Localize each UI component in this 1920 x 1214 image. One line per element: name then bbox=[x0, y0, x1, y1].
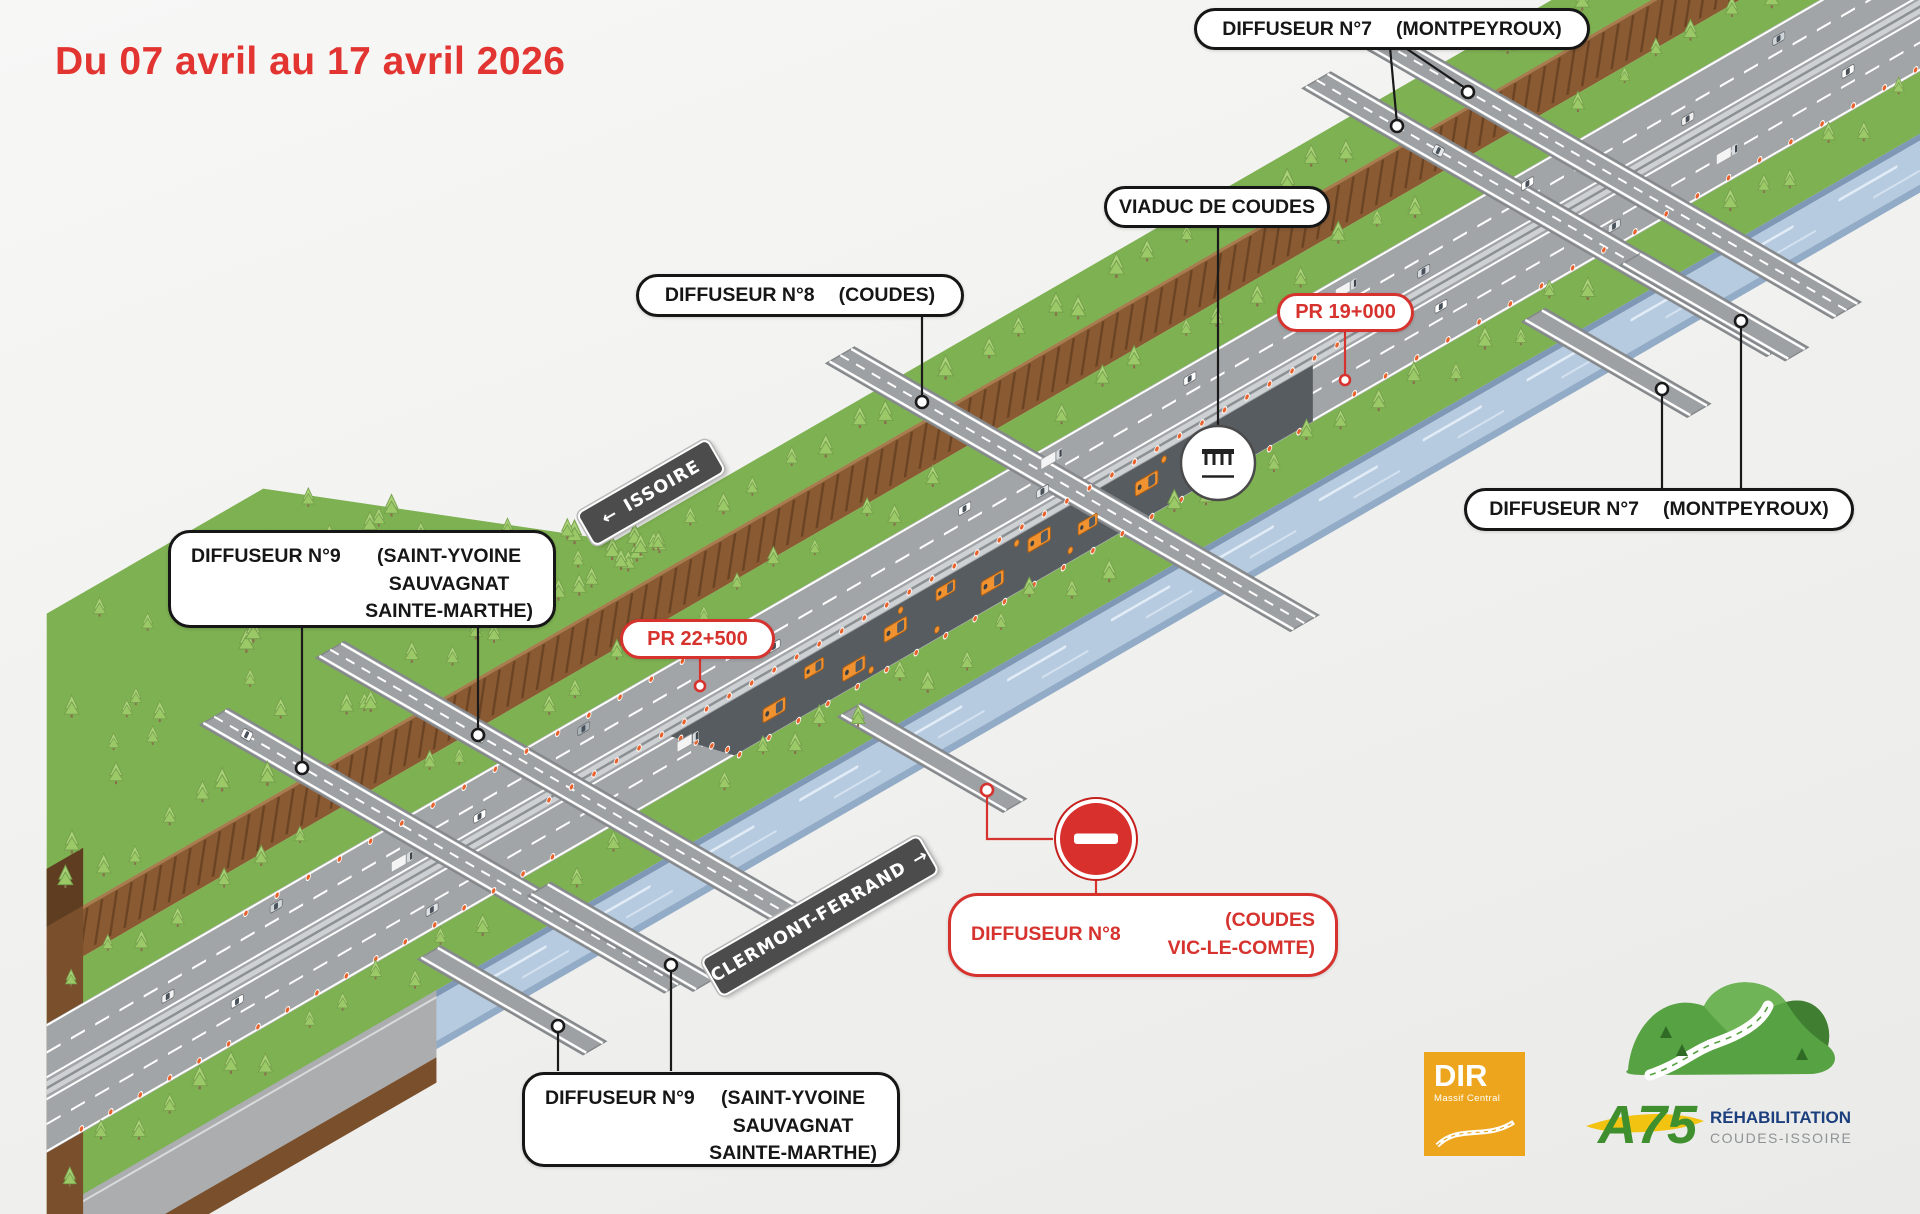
callout-diffuseur7-top: DIFFUSEUR N°7 (MONTPEYROUX) bbox=[1194, 8, 1590, 50]
page-title: Du 07 avril au 17 avril 2026 bbox=[55, 40, 566, 83]
viaduc-label: VIADUC DE COUDES bbox=[1118, 195, 1316, 218]
callout-diffuseur8-top: DIFFUSEUR N°8 (COUDES) bbox=[636, 274, 964, 317]
no-entry-icon bbox=[1054, 797, 1138, 881]
diffuseur9-place-2: SAUVAGNAT bbox=[388, 572, 510, 595]
callout-connectors-layer bbox=[294, 46, 1749, 1071]
diffuseur8-place-2: VIC-LE-COMTE) bbox=[1167, 937, 1315, 959]
pr19-label: PR 19+000 bbox=[1295, 301, 1396, 323]
diffuseur9-place-3: SAINTE-MARTHE) bbox=[365, 600, 533, 623]
diffuseur7-name: DIFFUSEUR N°7 bbox=[1489, 498, 1639, 520]
callout-diffuseur9-left: DIFFUSEUR N°9 (SAINT-YVOINE SAUVAGNAT SA… bbox=[168, 530, 556, 628]
dir-logo-road-icon bbox=[1435, 1120, 1516, 1148]
callout-diffuseur8-closed: DIFFUSEUR N°8 (COUDES VIC-LE-COMTE) bbox=[948, 893, 1338, 977]
callout-diffuseur9-bottom: DIFFUSEUR N°9 (SAINT-YVOINE SAUVAGNAT SA… bbox=[522, 1072, 900, 1167]
dir-logo: DIR Massif Central bbox=[1424, 1052, 1525, 1156]
diffuseur8-name: DIFFUSEUR N°8 bbox=[664, 284, 815, 306]
a75-rehabilitation-text: RÉHABILITATION bbox=[1710, 1108, 1851, 1127]
callout-pr19: PR 19+000 bbox=[1277, 293, 1414, 332]
diffuseur8-place-1: (COUDES bbox=[1225, 909, 1315, 932]
a75-swoosh-icon bbox=[1586, 1114, 1704, 1133]
a75-logo: A75 RÉHABILITATION COUDES-ISSOIRE bbox=[1586, 982, 1852, 1155]
a75-logo-text: A75 bbox=[1596, 1095, 1698, 1155]
callout-diffuseur7-right: DIFFUSEUR N°7 (MONTPEYROUX) bbox=[1464, 488, 1854, 531]
viaduct-bridge-icon bbox=[1179, 424, 1257, 502]
a75-road-dashes bbox=[1649, 1005, 1769, 1076]
left-arrow-icon: ← bbox=[598, 503, 622, 529]
pr22-label: PR 22+500 bbox=[647, 627, 748, 650]
diffuseur7-place: (MONTPEYROUX) bbox=[1395, 17, 1562, 40]
callout-pr22: PR 22+500 bbox=[620, 619, 775, 659]
dir-logo-text: DIR bbox=[1434, 1058, 1488, 1093]
callout-viaduc-de-coudes: VIADUC DE COUDES bbox=[1104, 186, 1330, 228]
diffuseur8-name: DIFFUSEUR N°8 bbox=[971, 923, 1121, 946]
diffuseur7-place: (MONTPEYROUX) bbox=[1662, 498, 1829, 520]
diffuseur9-name: DIFFUSEUR N°9 bbox=[191, 545, 341, 567]
dir-logo-region: Massif Central bbox=[1434, 1092, 1501, 1104]
diffuseur9-place-1: (SAINT-YVOINE bbox=[720, 1087, 866, 1109]
a75-coudes-issoire-text: COUDES-ISSOIRE bbox=[1710, 1130, 1852, 1146]
diffuseur7-name: DIFFUSEUR N°7 bbox=[1222, 17, 1372, 40]
a75-mountain-shade bbox=[1786, 1000, 1830, 1046]
a75-mountain-highlight bbox=[1704, 982, 1786, 1038]
diffuseur8-place: (COUDES) bbox=[838, 284, 936, 306]
diffuseur9-place-3: SAINTE-MARTHE) bbox=[709, 1142, 877, 1165]
diffuseur9-place-2: SAUVAGNAT bbox=[732, 1114, 854, 1137]
diffuseur9-name: DIFFUSEUR N°9 bbox=[545, 1087, 695, 1109]
diffuseur9-place-1: (SAINT-YVOINE bbox=[376, 545, 522, 567]
